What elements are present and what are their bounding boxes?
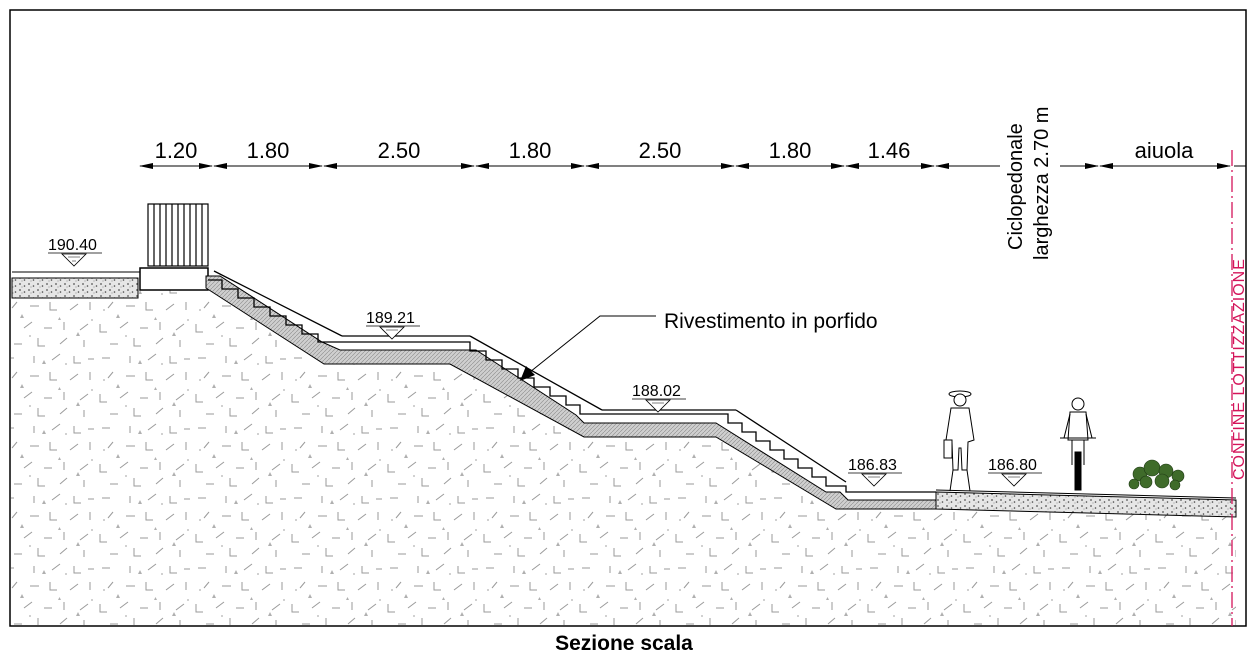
stair-slab [205,275,937,510]
planter-bush-icon [1128,459,1185,491]
drawing-frame [9,9,1247,627]
elevation-label: 190.40 [48,237,97,254]
upper-platform-gravel [11,277,139,299]
elevation-label: 188.02 [632,383,681,400]
top-wall-block [139,267,209,291]
elevation-label: 189.21 [366,310,415,327]
path-label-line1: Ciclopedonale [1005,123,1027,250]
dimension-chain: 1.20 1.80 2.50 1.80 2.50 1.80 1.46 aiuol… [139,107,1246,260]
soil-mass [11,288,1236,625]
dim-label-3: 2.50 [378,138,421,163]
elevation-marker: 186.80 [988,457,1042,487]
path-label-line2: larghezza 2.70 m [1031,107,1053,260]
elevation-marker: 189.21 [366,310,420,340]
dim-label-2: 1.80 [247,138,290,163]
section-caption: Sezione scala [555,632,693,655]
cyclist-figure-icon [1060,397,1096,491]
elevation-marker: 188.02 [632,383,686,413]
dim-label-1: 1.20 [155,138,198,163]
elevation-label: 186.83 [848,457,897,474]
leader-line [529,315,656,373]
elevation-marker: 190.40 [48,237,102,267]
leader-arrow-icon [520,366,535,381]
cycle-path-gravel [935,491,1237,518]
railing [147,203,209,267]
stair-section-drawing: CONFINE LOTTIZZAZIONE 1.20 1.80 2.50 1.8… [9,9,1248,627]
elevation-triangle-icon [379,326,405,340]
annotation-label: Rivestimento in porfido [664,310,878,333]
cladding-annotation: Rivestimento in porfido [520,310,878,381]
elevation-triangle-icon [61,253,87,267]
elevation-triangle-icon [861,473,887,487]
cycle-path-surface [935,489,1237,499]
dim-label-aiuola: aiuola [1135,138,1194,163]
dim-label-5: 2.50 [639,138,682,163]
dim-label-6: 1.80 [769,138,812,163]
elevation-triangle-icon [1001,473,1027,487]
pedestrian-figure-icon [943,390,975,492]
dim-label-7: 1.46 [868,138,911,163]
boundary-label: CONFINE LOTTIZZAZIONE [1231,258,1248,480]
elevation-marker: 186.83 [848,457,902,487]
dim-label-4: 1.80 [509,138,552,163]
elevation-label: 186.80 [988,457,1037,474]
